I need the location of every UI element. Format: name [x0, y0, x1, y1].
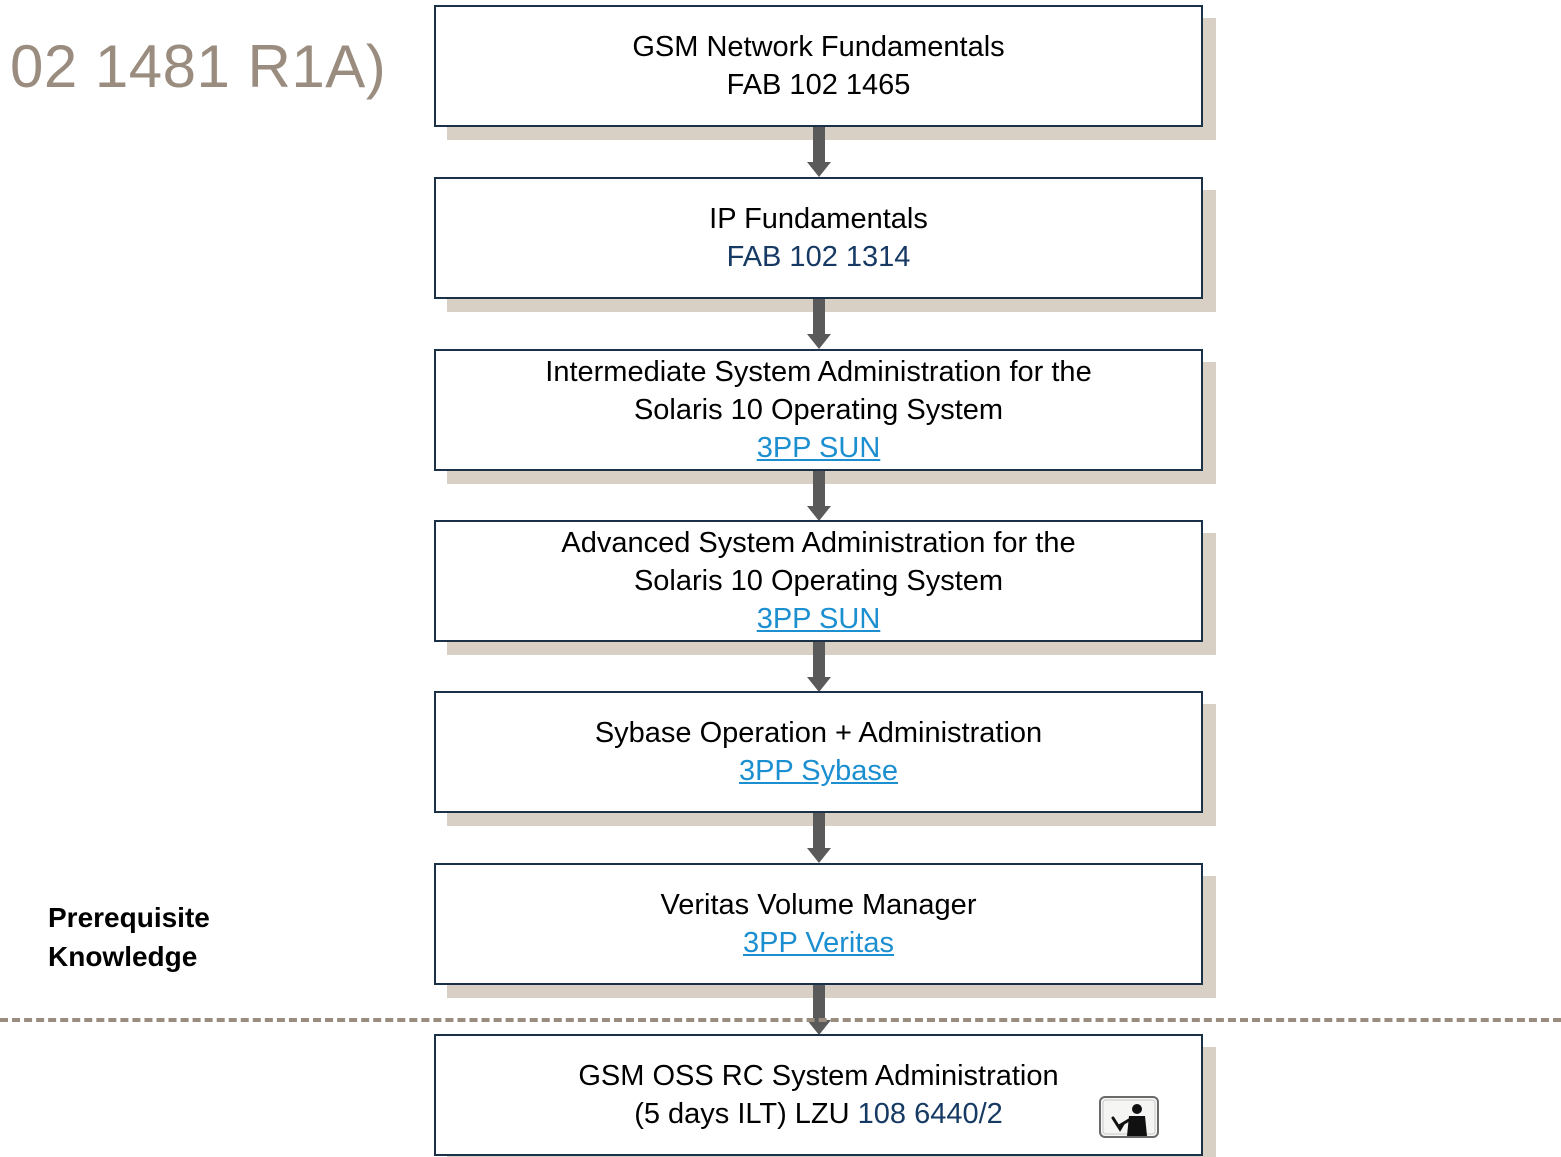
course-title: Sybase Operation + Administration — [594, 717, 1043, 749]
course-box-advanced-solaris[interactable]: Advanced System Administration for the S… — [434, 520, 1203, 642]
prerequisite-label-line: Prerequisite — [48, 902, 210, 933]
course-box-gsm-oss-rc-sysadmin[interactable]: GSM OSS RC System Administration (5 days… — [434, 1034, 1203, 1156]
flow-arrow — [807, 127, 831, 177]
course-title: Intermediate System Administration for t… — [545, 356, 1092, 388]
course-code: FAB 102 1465 — [726, 69, 911, 101]
course-title: Veritas Volume Manager — [660, 889, 977, 921]
course-title: Solaris 10 Operating System — [633, 565, 1004, 597]
course-box-gsm-network-fundamentals[interactable]: GSM Network Fundamentals FAB 102 1465 — [434, 5, 1203, 127]
course-box-ip-fundamentals[interactable]: IP Fundamentals FAB 102 1314 — [434, 177, 1203, 299]
course-format: (5 days ILT) LZU — [634, 1098, 850, 1130]
course-box-veritas[interactable]: Veritas Volume Manager 3PP Veritas — [434, 863, 1203, 985]
course-title: GSM Network Fundamentals — [632, 31, 1005, 63]
flow-arrow — [807, 813, 831, 863]
course-link-3pp-sun[interactable]: 3PP SUN — [756, 432, 881, 464]
course-details: (5 days ILT) LZU 108 6440/2 — [634, 1095, 1003, 1133]
instructor-led-training-icon — [1099, 1096, 1159, 1138]
course-link-3pp-sun[interactable]: 3PP SUN — [756, 603, 881, 635]
course-code: FAB 102 1314 — [726, 241, 911, 273]
flow-arrow — [807, 642, 831, 692]
page-title-fragment: 02 1481 R1A) — [10, 33, 387, 100]
course-link-3pp-veritas[interactable]: 3PP Veritas — [742, 927, 894, 959]
prerequisite-knowledge-label: Prerequisite Knowledge — [48, 898, 210, 976]
course-title: Solaris 10 Operating System — [633, 394, 1004, 426]
course-code: 108 6440/2 — [857, 1098, 1003, 1130]
flow-arrow — [807, 299, 831, 349]
course-title: GSM OSS RC System Administration — [578, 1060, 1059, 1092]
course-title: IP Fundamentals — [709, 203, 928, 235]
course-link-3pp-sybase[interactable]: 3PP Sybase — [738, 755, 899, 787]
course-box-sybase[interactable]: Sybase Operation + Administration 3PP Sy… — [434, 691, 1203, 813]
course-title: Advanced System Administration for the — [561, 527, 1076, 559]
course-box-intermediate-solaris[interactable]: Intermediate System Administration for t… — [434, 349, 1203, 471]
prerequisite-divider — [0, 1018, 1561, 1022]
prerequisite-label-line: Knowledge — [48, 941, 198, 972]
flow-arrow — [807, 471, 831, 521]
flow-arrow — [807, 985, 831, 1035]
